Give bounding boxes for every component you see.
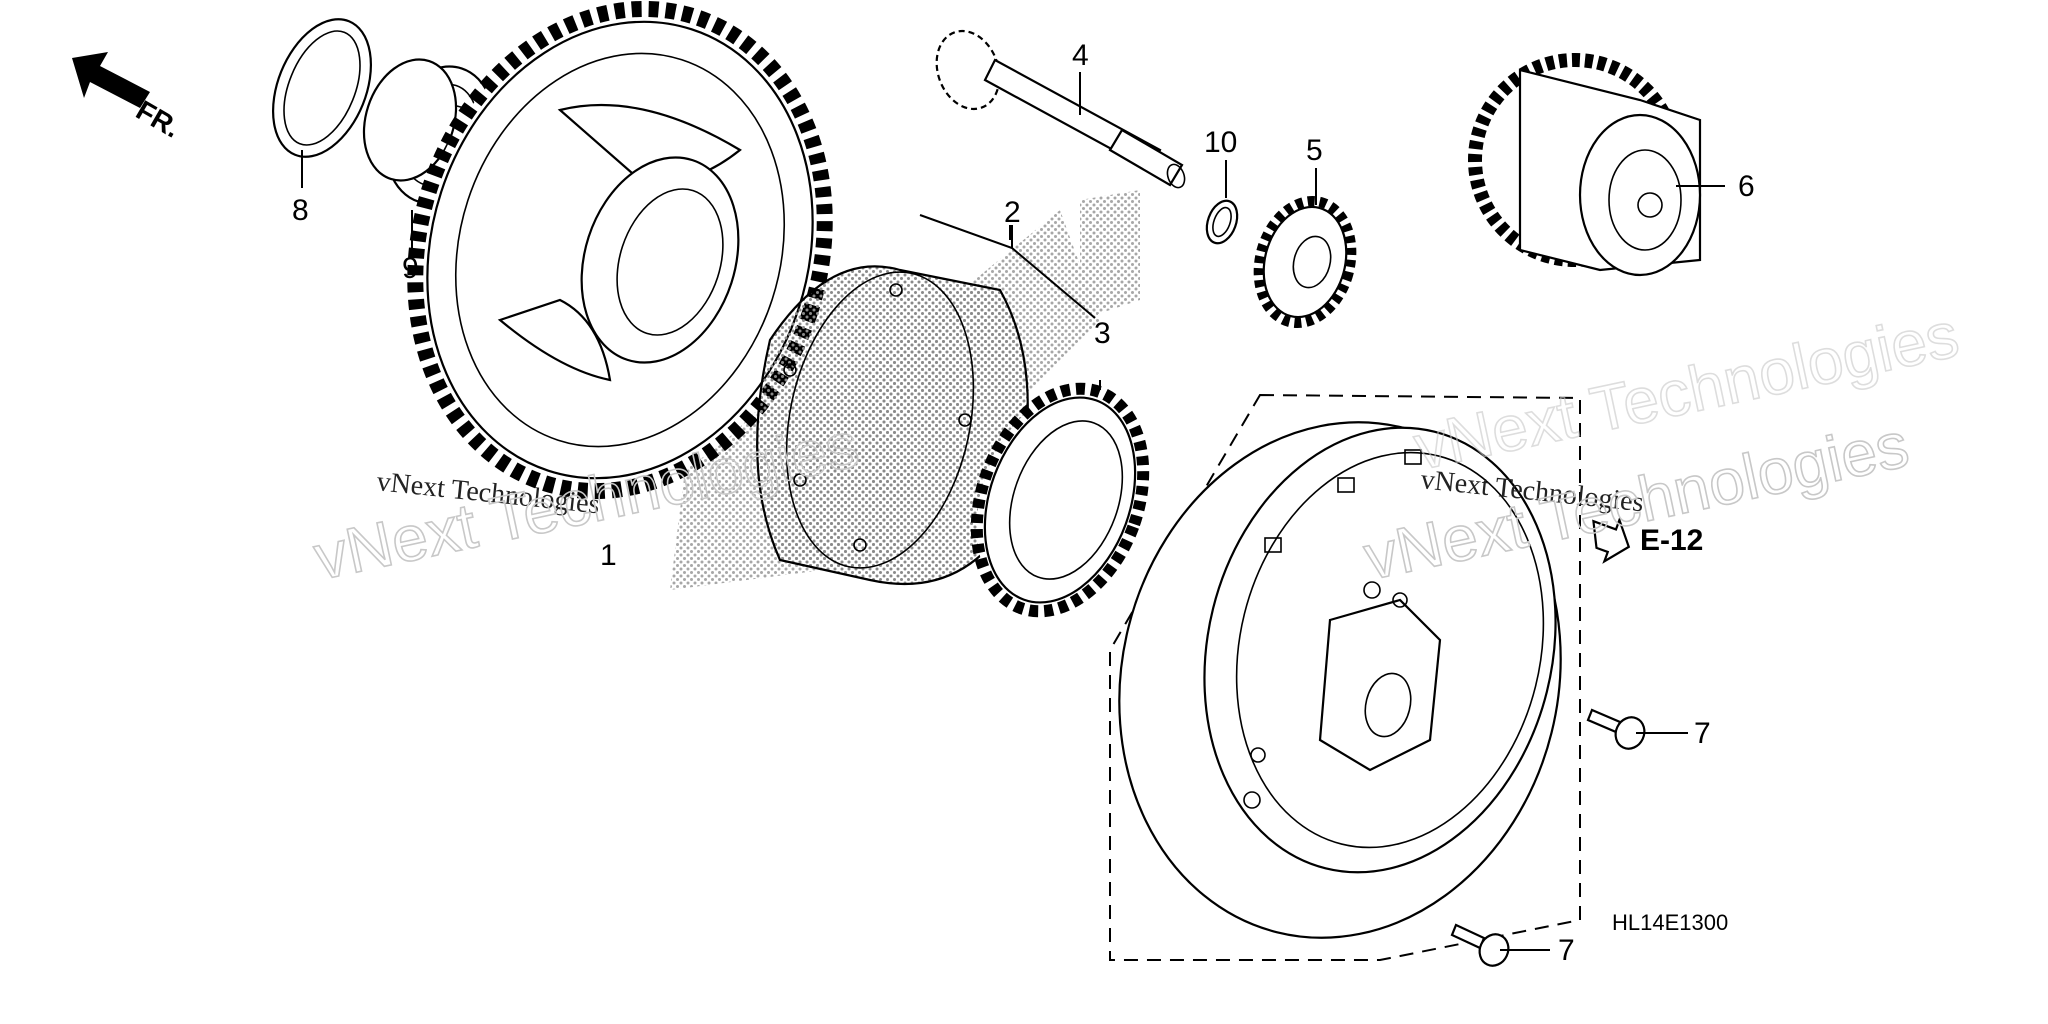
flywheel-assembly: [1109, 393, 1581, 961]
reference-arrow-icon: [1592, 516, 1631, 564]
reference-label: E-12: [1640, 524, 1703, 557]
callout-2: 2: [1004, 196, 1021, 229]
callout-7-lower: 7: [1558, 934, 1575, 967]
callout-3: 3: [1094, 317, 1111, 350]
leader-lines: [301, 72, 1725, 951]
part-6-starter-clutch-assembly: [1468, 53, 1702, 277]
part-4-idle-gear-shaft: [935, 29, 1186, 189]
callout-7-upper: 7: [1694, 717, 1711, 750]
callout-5: 5: [1306, 134, 1323, 167]
callout-10: 10: [1204, 126, 1237, 159]
callout-4: 4: [1072, 39, 1089, 72]
drawing-code: HL14E1300: [1612, 910, 1728, 935]
part-5-idle-gear: [1253, 195, 1357, 329]
callout-6: 6: [1738, 170, 1755, 203]
part-7-bolt-lower: [1450, 923, 1510, 967]
part-3-one-way-clutch: [970, 382, 1150, 618]
callout-labels: 1 2 3 4 5 6 7 7 8 9 10: [292, 39, 1755, 967]
part-8-washer: [271, 18, 373, 158]
part-10-circlip: [1205, 199, 1239, 245]
callout-9: 9: [402, 252, 419, 285]
part-7-bolt-upper: [1586, 708, 1646, 750]
part-1-starter-driven-gear: [407, 0, 833, 500]
callout-1: 1: [600, 539, 617, 572]
front-arrow-icon: FR.: [72, 52, 186, 144]
callout-8: 8: [292, 194, 309, 227]
